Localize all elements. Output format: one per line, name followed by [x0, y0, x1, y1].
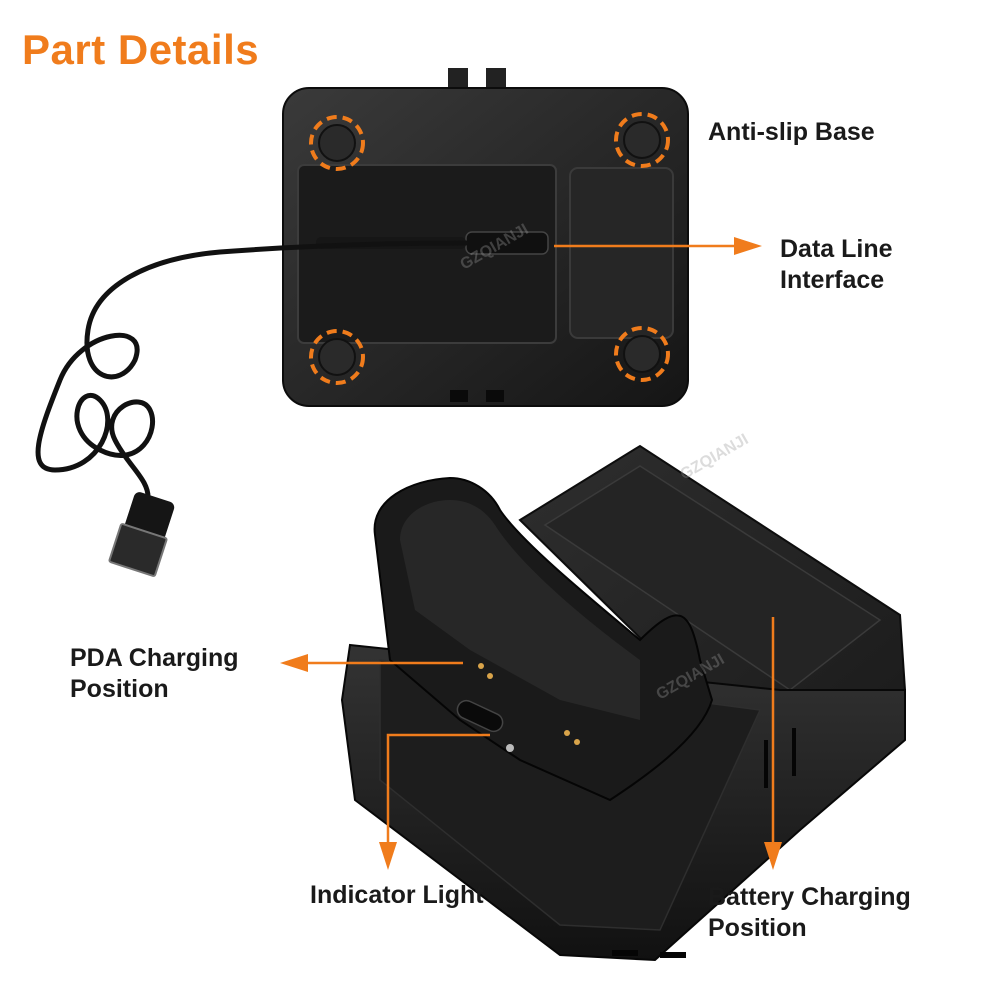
label-indicator-light: Indicator Light [310, 880, 484, 911]
charging-cradle [340, 444, 907, 962]
label-pda-charging-position: PDA Charging Position [70, 643, 239, 705]
usb-cable [35, 240, 469, 503]
charger-bottom-view [282, 68, 689, 407]
watermark-text: GZQIANJI [678, 431, 752, 484]
label-pda-line2: Position [70, 675, 169, 703]
label-pda-line1: PDA Charging [70, 644, 239, 672]
rubber-foot [614, 112, 670, 168]
label-anti-slip-base-text: Anti-slip Base [708, 118, 875, 146]
label-anti-slip-base: Anti-slip Base [708, 117, 875, 148]
label-indicator-text: Indicator Light [310, 881, 484, 909]
label-battery-line1: Battery Charging [708, 883, 911, 911]
label-data-line-line1: Data Line [780, 235, 893, 263]
label-data-line-interface: Data Line Interface [780, 234, 893, 296]
label-data-line-line2: Interface [780, 266, 885, 294]
usb-plug [108, 492, 175, 577]
rubber-foot [309, 329, 365, 385]
label-battery-charging-position: Battery Charging Position [708, 882, 911, 944]
rubber-foot [614, 326, 670, 382]
label-battery-line2: Position [708, 914, 807, 942]
rubber-foot [309, 115, 365, 171]
page-title: Part Details [22, 26, 260, 73]
callout-arrows [280, 237, 782, 870]
